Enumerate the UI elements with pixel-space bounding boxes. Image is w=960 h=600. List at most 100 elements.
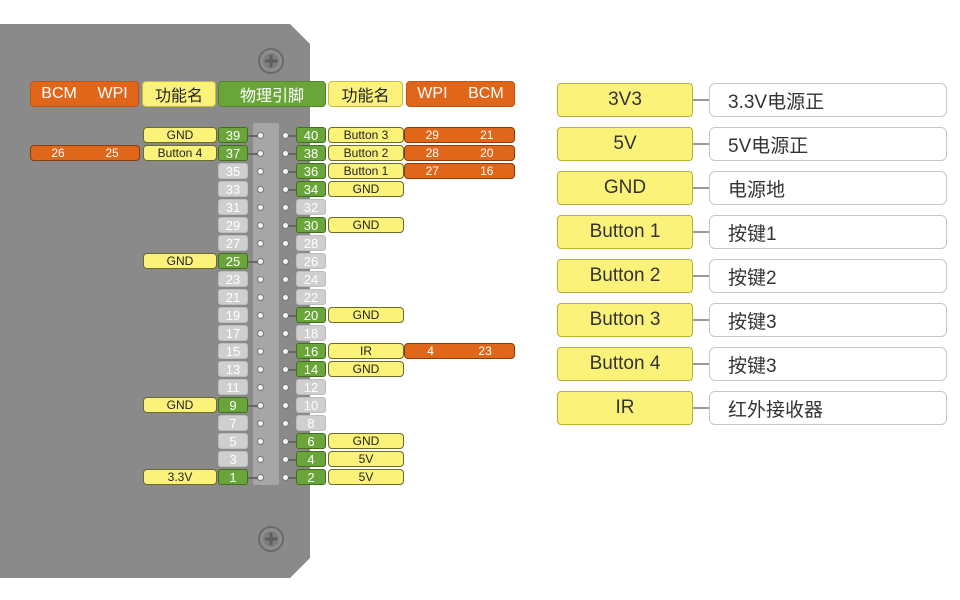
- gpio-numbers-right: 28 20: [404, 145, 515, 161]
- legend-key: IR: [557, 391, 693, 425]
- wire-left: [248, 405, 258, 407]
- physical-pin-right: 12: [296, 379, 326, 395]
- wire-right: [288, 477, 296, 479]
- physical-pin-left: 27: [218, 235, 248, 251]
- legend-connector: [693, 407, 709, 409]
- function-label-right: GND: [328, 181, 404, 197]
- legend-key: Button 4: [557, 347, 693, 381]
- header-right-wpi: WPI: [417, 85, 448, 102]
- legend-connector: [693, 187, 709, 189]
- legend-key: 3V3: [557, 83, 693, 117]
- bcm-number-right: 20: [480, 146, 494, 160]
- physical-pin-left: 11: [218, 379, 248, 395]
- wire-right: [288, 351, 296, 353]
- wpi-number-right: 27: [425, 164, 439, 178]
- physical-pin-left: 29: [218, 217, 248, 233]
- physical-pin-right: 20: [296, 307, 326, 323]
- pin-hole-left: [257, 312, 264, 319]
- pin-hole-left: [257, 222, 264, 229]
- function-label-left: Button 4: [143, 145, 217, 161]
- wire-left: [248, 153, 258, 155]
- pin-hole-left: [257, 348, 264, 355]
- pin-hole-left: [257, 474, 264, 481]
- pin-hole-right: [282, 420, 289, 427]
- wpi-number-right: 28: [425, 146, 439, 160]
- pin-hole-left: [257, 402, 264, 409]
- pin-hole-right: [282, 294, 289, 301]
- physical-pin-left: 31: [218, 199, 248, 215]
- pin-hole-left: [257, 240, 264, 247]
- physical-pin-right: 34: [296, 181, 326, 197]
- pin-hole-left: [257, 294, 264, 301]
- physical-pin-right: 22: [296, 289, 326, 305]
- legend-connector: [693, 143, 709, 145]
- physical-pin-right: 4: [296, 451, 326, 467]
- physical-pin-right: 18: [296, 325, 326, 341]
- legend-key: Button 3: [557, 303, 693, 337]
- function-label-right: 5V: [328, 451, 404, 467]
- bcm-number-left: 26: [51, 146, 65, 160]
- header-physical-pin: 物理引脚: [218, 81, 326, 107]
- legend-connector: [693, 275, 709, 277]
- physical-pin-right: 10: [296, 397, 326, 413]
- wire-right: [288, 315, 296, 317]
- legend-connector: [693, 319, 709, 321]
- physical-pin-left: 15: [218, 343, 248, 359]
- pin-hole-left: [257, 186, 264, 193]
- pin-hole-right: [282, 402, 289, 409]
- physical-pin-right: 28: [296, 235, 326, 251]
- wire-right: [288, 135, 296, 137]
- legend-key: Button 2: [557, 259, 693, 293]
- legend-description: 电源地: [709, 171, 947, 205]
- pin-hole-left: [257, 456, 264, 463]
- physical-pin-left: 21: [218, 289, 248, 305]
- physical-pin-right: 40: [296, 127, 326, 143]
- function-label-right: Button 2: [328, 145, 404, 161]
- wire-right: [288, 225, 296, 227]
- physical-pin-right: 8: [296, 415, 326, 431]
- legend-connector: [693, 363, 709, 365]
- legend-connector: [693, 99, 709, 101]
- pin-header: [253, 123, 279, 485]
- legend-description: 红外接收器: [709, 391, 947, 425]
- pin-hole-right: [282, 240, 289, 247]
- wire-right: [288, 441, 296, 443]
- physical-pin-right: 36: [296, 163, 326, 179]
- pin-hole-left: [257, 168, 264, 175]
- physical-pin-left: 39: [218, 127, 248, 143]
- function-label-right: GND: [328, 433, 404, 449]
- header-right-bcm: BCM: [468, 85, 504, 102]
- function-label-right: GND: [328, 217, 404, 233]
- function-label-left: GND: [143, 127, 217, 143]
- header-right-gpio-numbers: WPI BCM: [406, 81, 515, 107]
- bcm-number-right: 23: [478, 344, 492, 358]
- pin-hole-left: [257, 438, 264, 445]
- pin-hole-left: [257, 330, 264, 337]
- physical-pin-right: 16: [296, 343, 326, 359]
- pin-hole-left: [257, 420, 264, 427]
- header-right-function: 功能名: [328, 81, 403, 107]
- function-label-right: Button 3: [328, 127, 404, 143]
- wire-right: [288, 189, 296, 191]
- function-label-right: IR: [328, 343, 404, 359]
- legend-key: 5V: [557, 127, 693, 161]
- physical-pin-left: 19: [218, 307, 248, 323]
- physical-pin-right: 6: [296, 433, 326, 449]
- physical-pin-left: 7: [218, 415, 248, 431]
- physical-pin-right: 24: [296, 271, 326, 287]
- physical-pin-left: 9: [218, 397, 248, 413]
- physical-pin-right: 2: [296, 469, 326, 485]
- pin-hole-left: [257, 384, 264, 391]
- physical-pin-left: 17: [218, 325, 248, 341]
- physical-pin-left: 1: [218, 469, 248, 485]
- physical-pin-left: 3: [218, 451, 248, 467]
- physical-pin-left: 13: [218, 361, 248, 377]
- wire-left: [248, 135, 258, 137]
- wire-left: [248, 477, 258, 479]
- screw-bottom-icon: [258, 526, 284, 552]
- function-label-right: GND: [328, 307, 404, 323]
- pin-hole-left: [257, 366, 264, 373]
